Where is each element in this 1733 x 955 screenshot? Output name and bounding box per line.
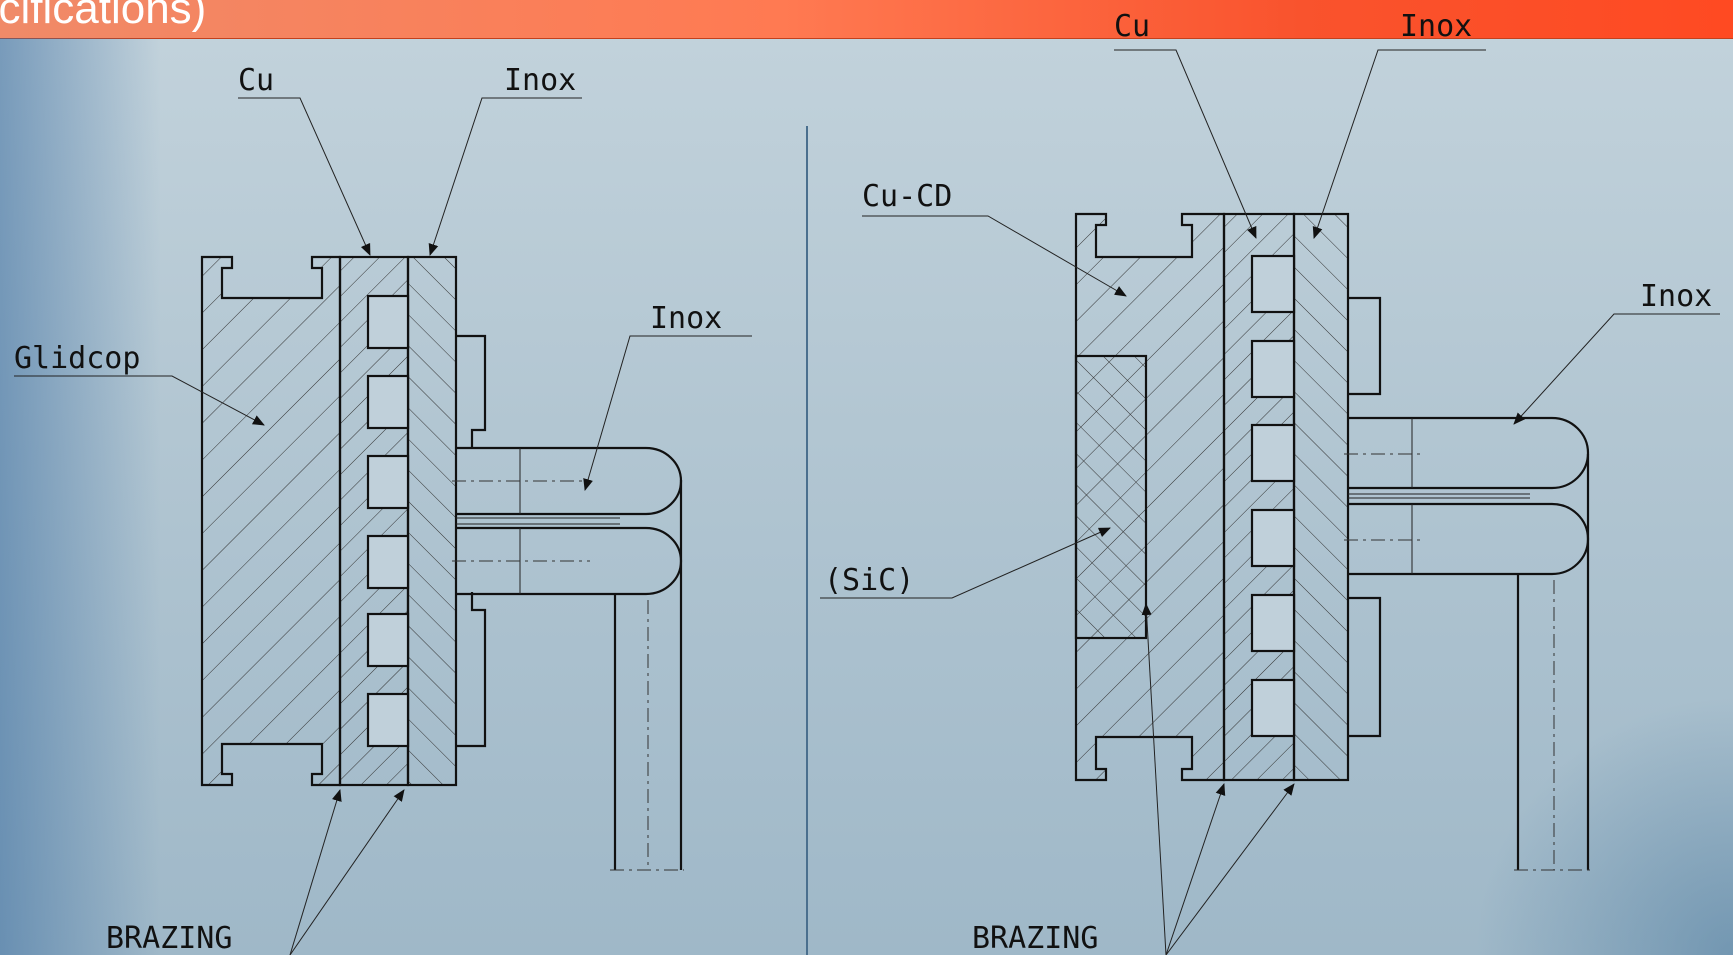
slide-title: ecifications) xyxy=(0,0,207,33)
label-inox-top-left: Inox xyxy=(504,63,576,98)
left-assembly: Cu Inox Glidcop Inox BRAZING xyxy=(14,63,752,955)
title-banner: ecifications) xyxy=(0,0,1733,39)
label-cu-cd: Cu-CD xyxy=(862,179,952,214)
label-cu-left: Cu xyxy=(238,63,274,98)
label-inox-pipe-right: Inox xyxy=(1640,279,1712,314)
background-glow-corner xyxy=(1473,695,1733,955)
right-assembly: Cu Inox Cu-CD Inox (SiC) BRAZING xyxy=(820,9,1720,955)
label-inox-pipe-left: Inox xyxy=(650,301,722,336)
label-sic: (SiC) xyxy=(824,563,914,598)
label-inox-top-right: Inox xyxy=(1400,9,1472,44)
label-brazing-right: BRAZING xyxy=(972,921,1098,955)
label-glidcop: Glidcop xyxy=(14,341,140,376)
label-brazing-left: BRAZING xyxy=(106,921,232,955)
background-glow xyxy=(0,38,160,955)
label-cu-right: Cu xyxy=(1114,9,1150,44)
